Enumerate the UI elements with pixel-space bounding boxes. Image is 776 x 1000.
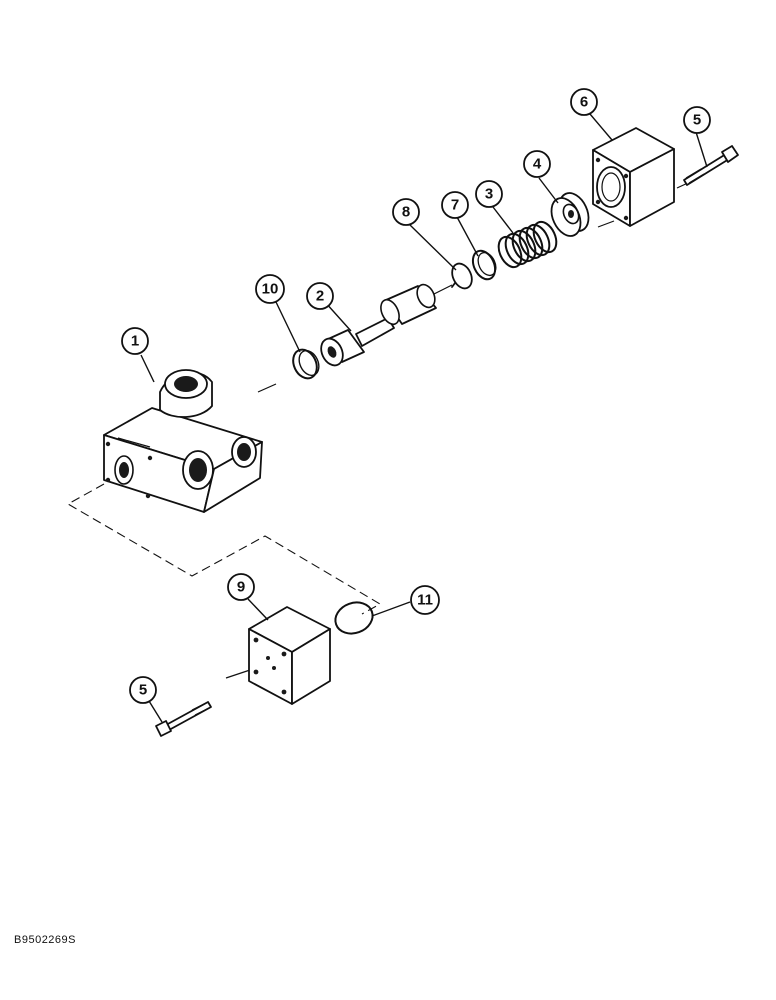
callout-5-top: 5 <box>683 106 711 134</box>
callout-7: 7 <box>441 191 469 219</box>
callout-8: 8 <box>392 198 420 226</box>
spring-part-3 <box>497 220 558 269</box>
callout-5-bottom: 5 <box>129 676 157 704</box>
svg-text:5: 5 <box>139 682 147 699</box>
callout-10: 10 <box>255 274 285 304</box>
svg-text:11: 11 <box>417 592 433 609</box>
svg-text:1: 1 <box>131 333 139 350</box>
svg-text:7: 7 <box>451 197 459 214</box>
assembly-centerlines <box>225 181 691 679</box>
drawing-reference-code: B9502269S <box>14 934 76 946</box>
svg-text:6: 6 <box>580 94 588 111</box>
callout-6: 6 <box>570 88 598 116</box>
svg-text:8: 8 <box>402 204 410 221</box>
o-ring-part-11 <box>334 601 374 635</box>
svg-text:4: 4 <box>533 156 542 173</box>
assembly-dashed-path <box>66 483 382 615</box>
ring-part-10 <box>292 348 320 380</box>
callout-9: 9 <box>227 573 255 601</box>
callout-4: 4 <box>523 150 551 178</box>
end-cap-part-6 <box>592 127 675 227</box>
valve-body <box>103 369 263 513</box>
callout-11: 11 <box>410 585 440 615</box>
spring-seat-part-4 <box>550 192 590 237</box>
ring-part-7 <box>471 249 497 281</box>
callout-1: 1 <box>121 327 149 355</box>
cap-screw-part-5-bottom <box>155 701 212 737</box>
end-cap-part-9 <box>248 606 331 705</box>
svg-text:5: 5 <box>693 112 701 129</box>
svg-text:10: 10 <box>262 281 279 298</box>
spool-part-2 <box>320 283 437 367</box>
callout-2: 2 <box>306 282 334 310</box>
callout-3: 3 <box>475 180 503 208</box>
callout-leaders <box>140 113 708 723</box>
svg-text:2: 2 <box>316 288 324 305</box>
svg-text:3: 3 <box>485 186 493 203</box>
svg-text:9: 9 <box>237 579 245 596</box>
cap-screw-part-5-top <box>683 145 739 186</box>
snap-ring-part-8 <box>451 262 473 290</box>
